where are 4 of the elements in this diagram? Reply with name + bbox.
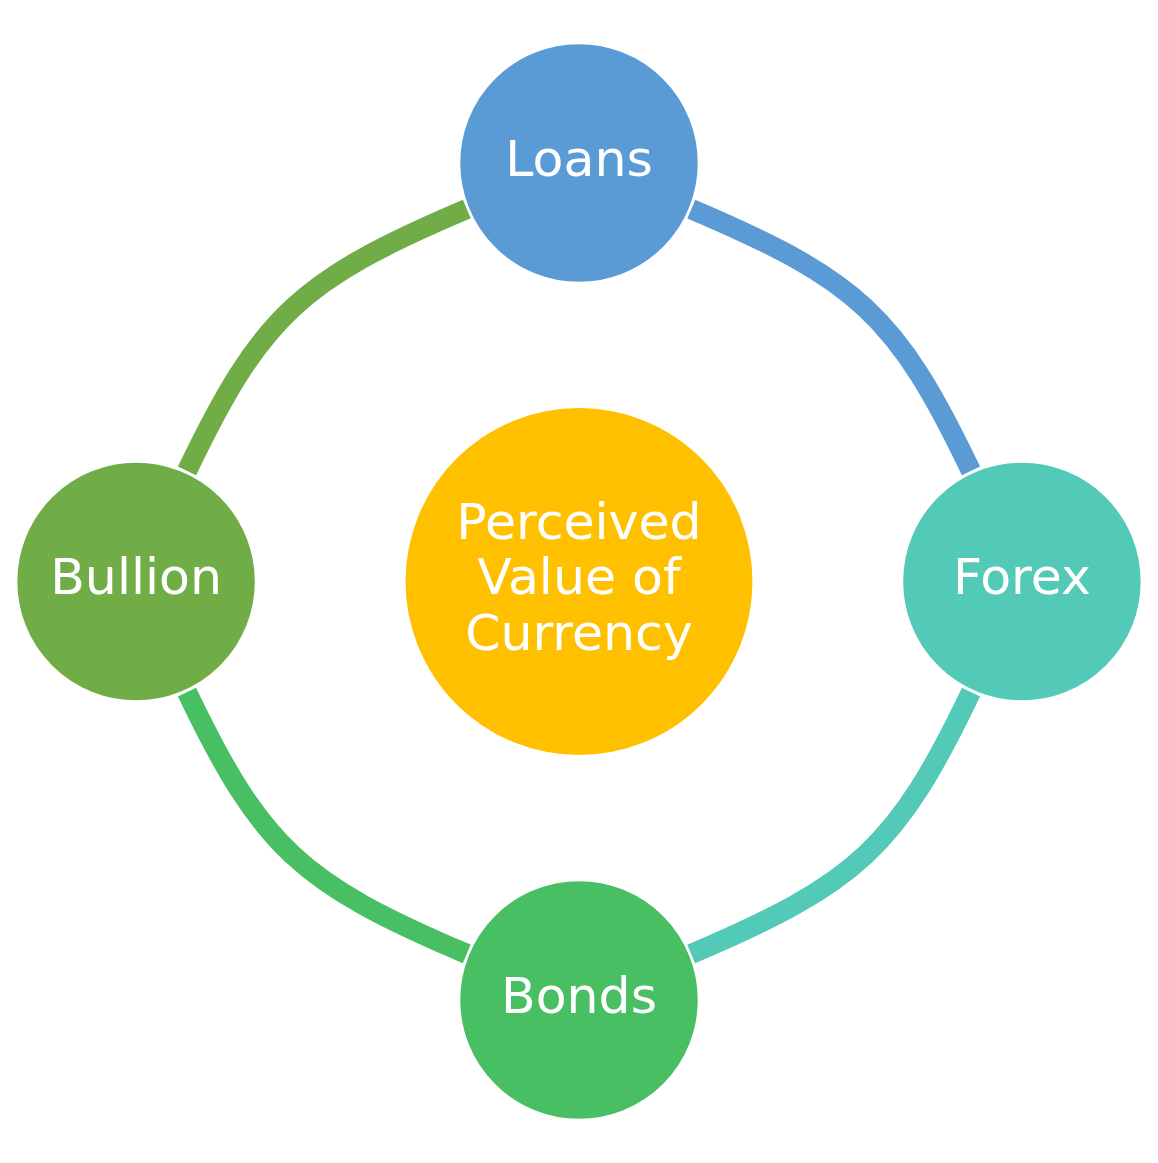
connector bbox=[687, 687, 981, 964]
connector bbox=[177, 199, 471, 476]
connector bbox=[687, 199, 981, 476]
connector bbox=[177, 687, 471, 964]
